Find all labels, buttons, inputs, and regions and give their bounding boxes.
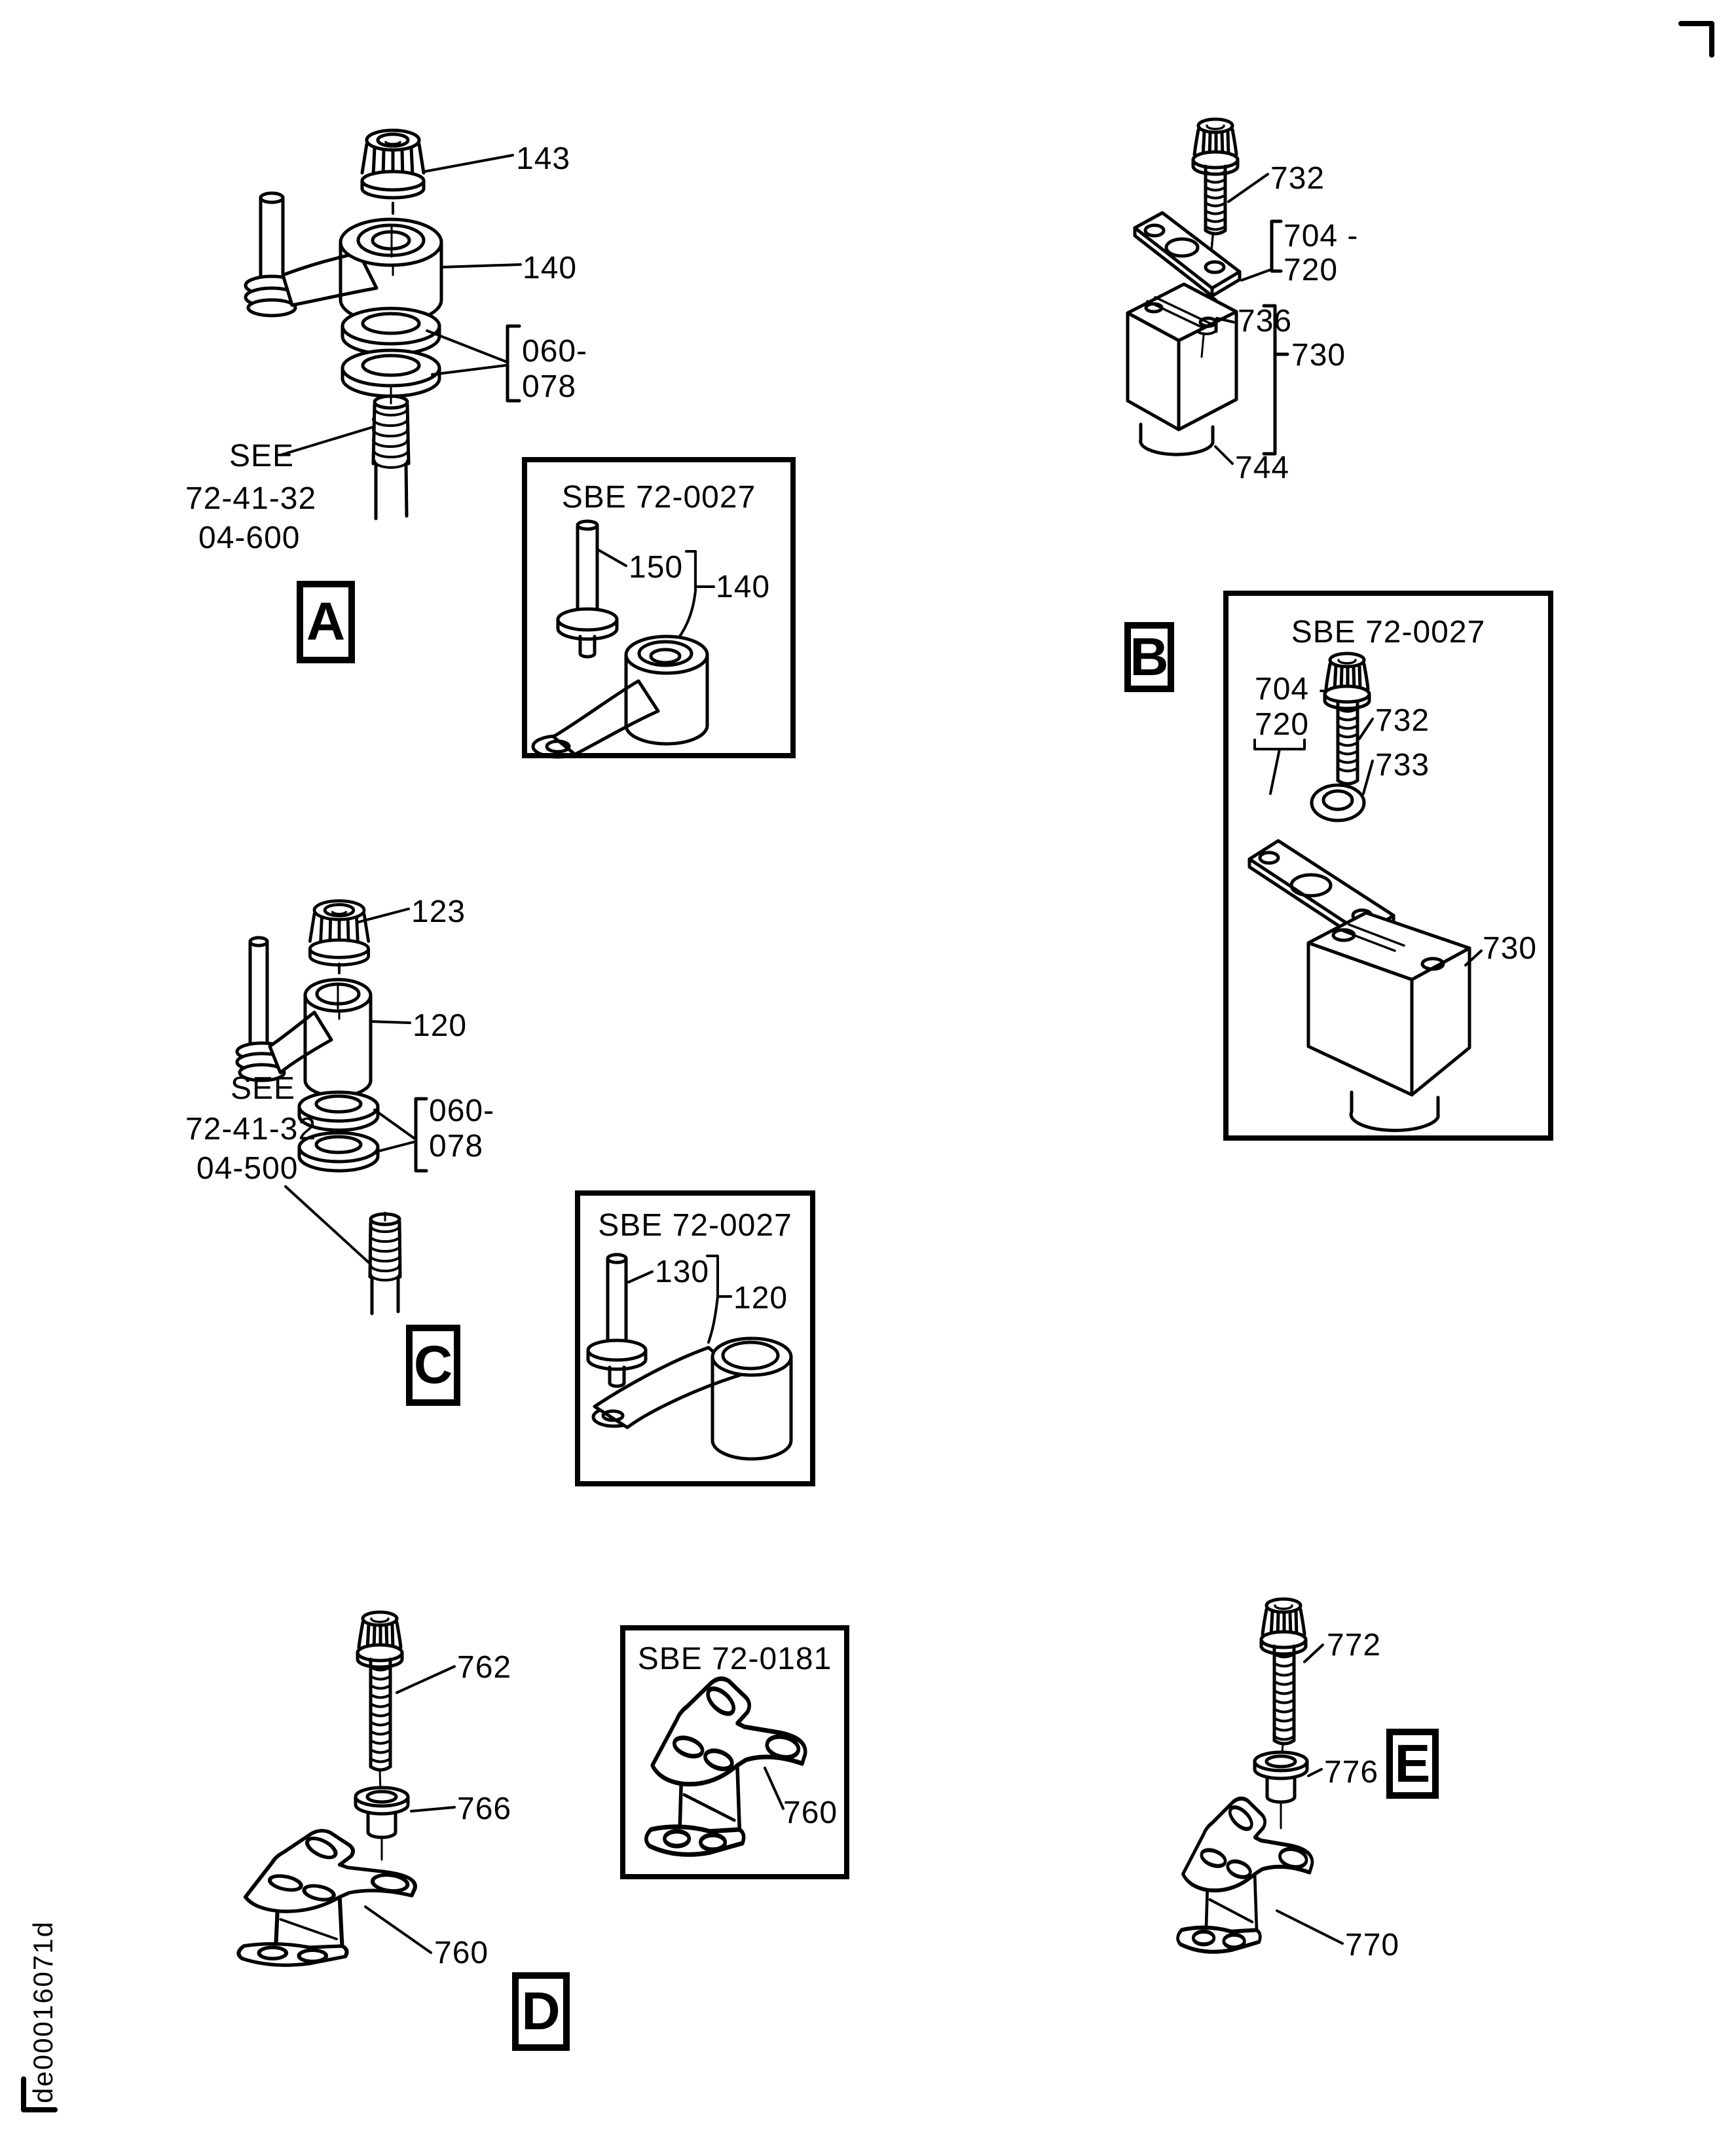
callout-c-washer-range-start: 060-: [429, 1094, 495, 1128]
section-letter-a-text: A: [306, 592, 346, 652]
inset-b-title: SBE 72-0027: [1291, 615, 1486, 650]
assembly-d-drawing: [238, 1612, 456, 1965]
callout-e-bolt: 772: [1327, 1628, 1382, 1663]
callout-b-inset-block: 730: [1483, 931, 1538, 966]
assembly-b-drawing: [1126, 119, 1289, 465]
callout-b-block: 730: [1291, 338, 1346, 373]
see-ref-c-word: SEE: [231, 1071, 296, 1106]
section-letter-e-text: E: [1394, 1733, 1431, 1794]
section-letter-d: D: [512, 1972, 570, 2051]
callout-a-inset-lever: 140: [716, 570, 771, 604]
callout-b-inset-bolt: 732: [1375, 703, 1430, 738]
callout-a-lever: 140: [523, 251, 578, 285]
section-letter-c: C: [406, 1325, 460, 1406]
callout-b-inset-washer: 733: [1375, 748, 1430, 782]
callout-c-inset-pin: 130: [655, 1255, 710, 1289]
section-letter-c-text: C: [413, 1335, 453, 1395]
inset-box-b: SBE 72-0027: [1223, 591, 1553, 1141]
inset-box-a: SBE 72-0027: [522, 457, 796, 758]
inset-c-drawing: [586, 1253, 793, 1461]
assembly-c-drawing: [235, 901, 428, 1315]
section-letter-e: E: [1386, 1729, 1439, 1799]
callout-c-washer-range-end: 078: [429, 1129, 484, 1164]
assembly-a-drawing: [244, 130, 522, 521]
callout-a-washer-range-end: 078: [522, 369, 577, 404]
section-letter-b-text: B: [1130, 627, 1169, 687]
callout-c-inset-lever: 120: [733, 1281, 788, 1315]
see-ref-a-word: SEE: [229, 439, 295, 473]
callout-a-nut: 143: [516, 141, 571, 176]
inset-b-drawing: [1247, 653, 1483, 1132]
callout-c-nut: 123: [411, 894, 466, 929]
callout-d-bolt: 762: [457, 1650, 512, 1685]
callout-d-bracket: 760: [434, 1936, 489, 1970]
inset-d-title: SBE 72-0181: [637, 1642, 832, 1676]
section-letter-d-text: D: [521, 1981, 561, 2041]
inset-a-drawing: [531, 519, 715, 759]
see-ref-c-topic: 04-500: [196, 1151, 299, 1186]
document-id-vertical: de00016071d: [28, 1921, 58, 2103]
callout-b-spring: 736: [1238, 304, 1293, 339]
crop-corner-top-right: [1678, 21, 1714, 58]
callout-b-pad: 744: [1235, 451, 1290, 485]
section-letter-a: A: [297, 581, 355, 663]
callout-b-plate-range-start: 704 -: [1284, 219, 1359, 253]
see-ref-c-chapter: 72-41-32: [185, 1112, 317, 1147]
inset-box-d: SBE 72-0181: [620, 1625, 849, 1879]
callout-d-inset-bracket: 760: [783, 1795, 838, 1830]
callout-b-inset-plate-range-start: 704 -: [1255, 672, 1330, 707]
inset-d-drawing: [646, 1679, 805, 1855]
inset-a-title: SBE 72-0027: [561, 480, 756, 515]
callout-d-bushing: 766: [457, 1792, 512, 1826]
callout-b-inset-plate-range-end: 720: [1255, 707, 1310, 742]
section-letter-b: B: [1124, 622, 1174, 692]
callout-e-bracket: 770: [1345, 1928, 1400, 1962]
see-ref-a-chapter: 72-41-32: [185, 481, 317, 516]
callout-a-inset-pin: 150: [629, 550, 684, 585]
callout-a-washer-range-start: 060-: [522, 334, 588, 369]
callout-e-bushing: 776: [1324, 1755, 1379, 1790]
callout-b-bolt: 732: [1270, 161, 1325, 196]
callout-c-lever: 120: [413, 1008, 468, 1043]
crop-corner-bottom-left: [21, 2076, 58, 2112]
callout-b-plate-range-end: 720: [1284, 253, 1339, 287]
inset-box-c: SBE 72-0027: [575, 1190, 815, 1486]
see-ref-a-topic: 04-600: [198, 521, 301, 555]
assembly-e-drawing: [1178, 1599, 1344, 1952]
inset-c-title: SBE 72-0027: [598, 1208, 792, 1243]
